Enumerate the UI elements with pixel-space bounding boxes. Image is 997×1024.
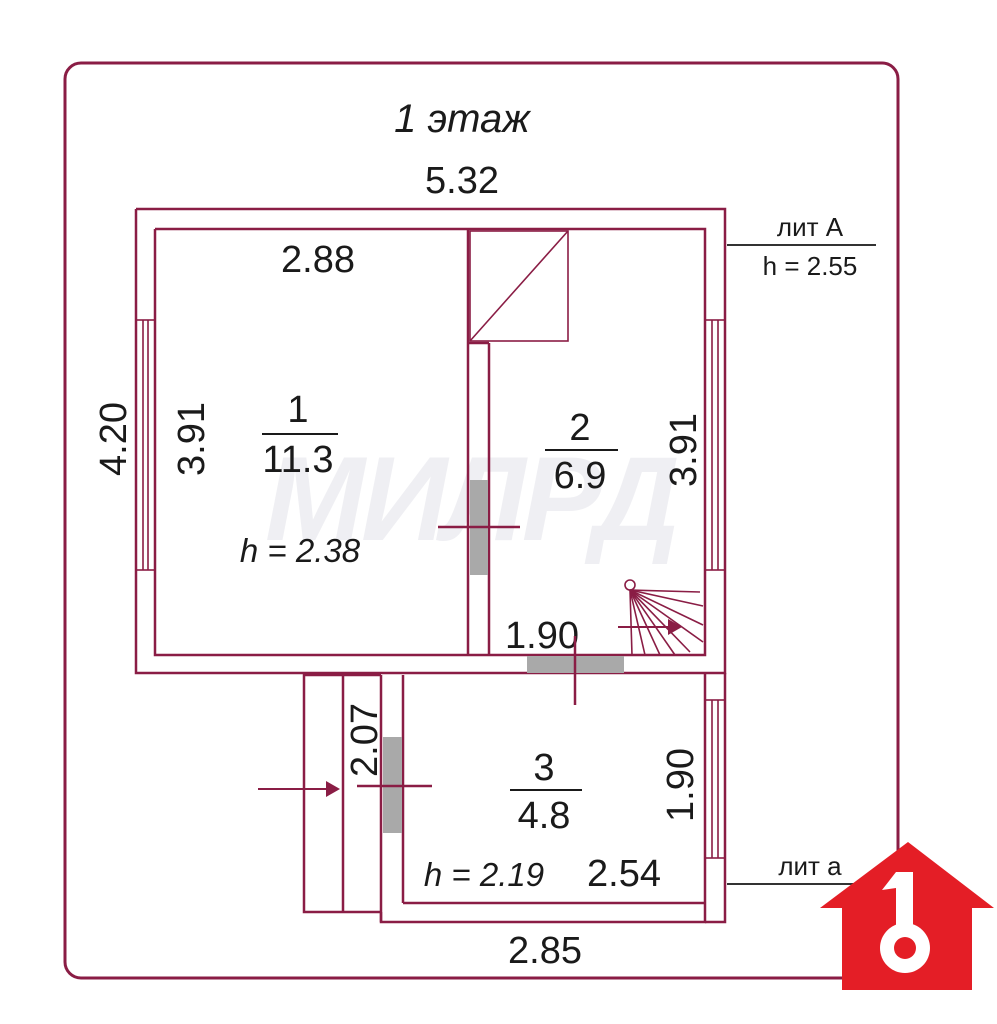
logo-key-house-icon [820, 842, 994, 990]
overall-top-width: 5.32 [425, 160, 499, 202]
annex-A-label: лит А [777, 212, 844, 242]
porch [302, 673, 381, 914]
room2-area: 6.9 [554, 455, 607, 497]
room3-area: 4.8 [518, 795, 571, 837]
room1-height: h = 2.38 [240, 532, 361, 569]
room3-length: 1.90 [660, 748, 702, 822]
room1-length: 3.91 [171, 402, 213, 476]
room2-length: 3.91 [663, 413, 705, 487]
stair-icon [624, 579, 704, 656]
overall-left-height: 4.20 [93, 402, 135, 476]
floor-title: 1 этаж [394, 97, 531, 141]
porch-entry-arrow-icon [258, 781, 340, 797]
entry-arrow-icon [618, 619, 682, 635]
stair-shaft [469, 230, 569, 342]
room1-number: 1 [287, 389, 308, 431]
room2-width: 1.90 [505, 615, 579, 657]
overall-bottom-width: 2.85 [508, 930, 582, 972]
porch-length: 2.07 [344, 703, 386, 777]
windows-main [135, 319, 726, 571]
room3-number: 3 [533, 747, 554, 789]
annex-a-label: лит а [778, 851, 842, 881]
room1-width: 2.88 [281, 239, 355, 281]
room3-height: h = 2.19 [424, 856, 544, 893]
room2-number: 2 [569, 407, 590, 449]
window-annex [704, 699, 726, 859]
annex-A-height: h = 2.55 [763, 251, 858, 281]
plan-frame [63, 61, 900, 980]
room1-area: 11.3 [262, 439, 333, 481]
room3-width: 2.54 [587, 853, 661, 895]
